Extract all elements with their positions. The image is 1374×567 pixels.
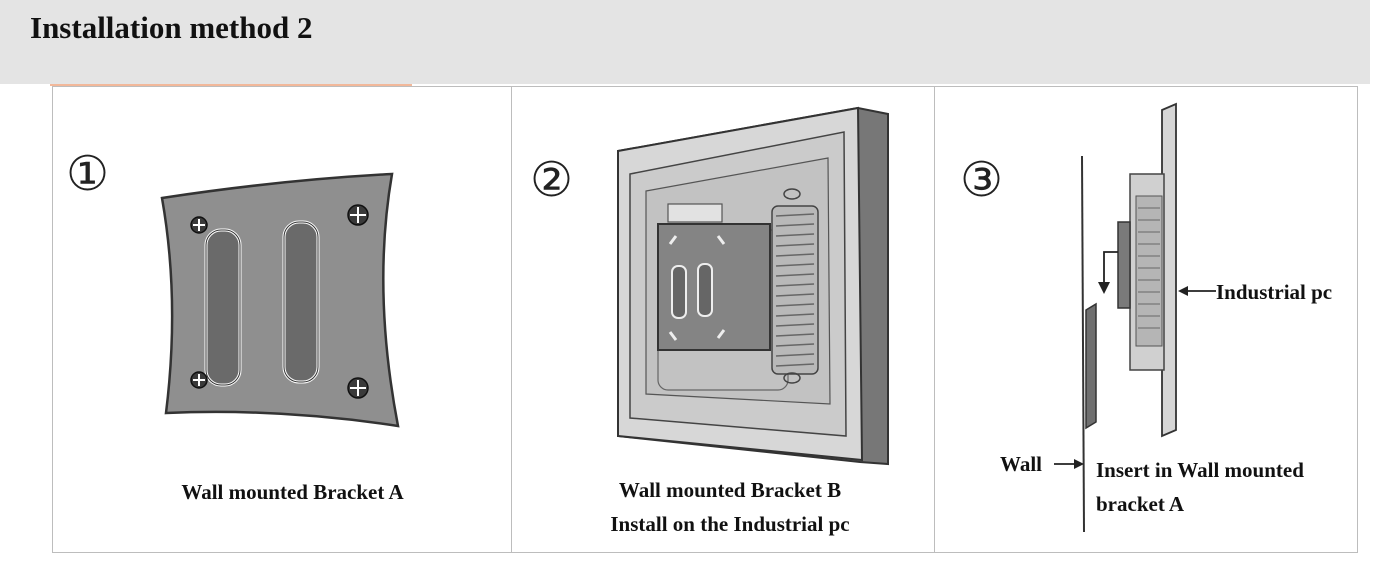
industrial-pc-back-illustration bbox=[617, 106, 889, 466]
step-1-caption-line: Wall mounted Bracket A bbox=[181, 480, 404, 504]
step-1-caption: Wall mounted Bracket A bbox=[120, 476, 465, 510]
wall-arrow bbox=[1054, 459, 1084, 469]
wall-label: Wall bbox=[1000, 452, 1043, 476]
side-view-illustration bbox=[1081, 102, 1177, 533]
step-2-caption-line: Wall mounted Bracket B bbox=[618, 478, 842, 502]
step-1-number: ① bbox=[66, 146, 110, 202]
step-3-caption-line: bracket A bbox=[1096, 491, 1185, 516]
industrial-pc-label: Industrial pc bbox=[1216, 280, 1333, 304]
step-3-caption-line: Insert in Wall mounted bbox=[1096, 458, 1304, 482]
step-3-number: ③ bbox=[960, 152, 1004, 208]
step-3-caption: Insert in Wall mounted bracket A bbox=[1096, 454, 1304, 521]
step-2-caption: Wall mounted Bracket B Install on the In… bbox=[560, 474, 900, 541]
panel-divider-2 bbox=[934, 86, 935, 553]
accent-underline bbox=[50, 84, 412, 86]
steps-panel bbox=[52, 86, 1358, 553]
step-2-number: ② bbox=[530, 152, 574, 208]
industrial-pc-arrow bbox=[1178, 286, 1216, 296]
panel-divider-1 bbox=[511, 86, 512, 553]
page-title: Installation method 2 bbox=[30, 10, 313, 45]
bracket-a-illustration bbox=[160, 172, 400, 428]
header-bar: Installation method 2 bbox=[0, 0, 1370, 84]
step-2-caption-line: Install on the Industrial pc bbox=[610, 511, 850, 536]
